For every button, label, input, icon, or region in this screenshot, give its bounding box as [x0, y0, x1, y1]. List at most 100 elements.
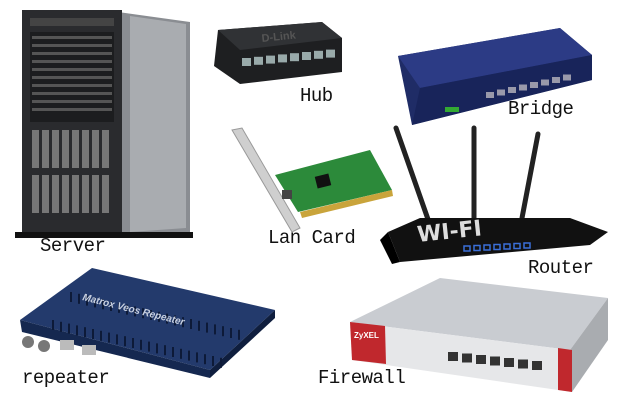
detail [102, 175, 109, 213]
detail [220, 357, 222, 368]
detail [108, 332, 110, 343]
detail [204, 354, 206, 365]
led-icon [523, 242, 531, 249]
detail [486, 92, 494, 98]
detail [206, 322, 208, 333]
detail [84, 327, 86, 338]
firewall-image: ZyXEL [350, 278, 608, 392]
detail [76, 325, 78, 336]
detail [72, 175, 79, 213]
detail [70, 292, 72, 302]
label-hub: Hub [300, 85, 333, 107]
detail [92, 175, 99, 213]
detail [164, 345, 166, 356]
detail [126, 304, 128, 315]
detail [242, 58, 251, 66]
detail [42, 130, 49, 168]
detail [60, 321, 62, 332]
detail [134, 306, 136, 317]
detail [497, 89, 505, 96]
detail [448, 352, 458, 361]
detail [532, 361, 542, 370]
detail [116, 334, 118, 345]
detail [150, 310, 152, 320]
detail [158, 311, 160, 322]
router-image: WI-FI [380, 125, 608, 264]
detail [541, 79, 549, 86]
detail [174, 315, 176, 326]
detail [278, 54, 287, 63]
detail [42, 175, 49, 213]
detail [290, 53, 299, 62]
detail [110, 301, 112, 311]
detail [254, 56, 263, 65]
server-image [15, 10, 193, 238]
detail [214, 324, 216, 335]
label-server: Server [40, 235, 106, 257]
detail [86, 295, 88, 306]
detail [172, 347, 174, 357]
detail [94, 297, 96, 308]
detail [212, 356, 214, 366]
detail [490, 356, 500, 366]
led-icon [513, 242, 521, 250]
detail [52, 130, 59, 168]
detail [100, 330, 102, 341]
label-lan-card: Lan Card [268, 227, 356, 249]
detail [530, 82, 538, 88]
detail [78, 293, 80, 304]
detail [266, 55, 275, 64]
detail [504, 358, 514, 367]
detail [102, 130, 109, 168]
hub-brand-logo: D-Link [261, 29, 297, 45]
detail [462, 353, 472, 363]
label-bridge: Bridge [508, 98, 574, 120]
detail [82, 175, 89, 213]
detail [82, 130, 89, 168]
led-icon [483, 244, 491, 251]
detail [302, 52, 311, 60]
detail [156, 343, 158, 354]
detail [508, 87, 516, 93]
detail [552, 77, 560, 83]
label-router: Router [528, 257, 594, 279]
repeater-image: Matrox Veos Repeater [20, 268, 275, 378]
detail [92, 130, 99, 168]
bridge-image [398, 28, 592, 125]
detail [198, 320, 200, 331]
detail [32, 130, 39, 168]
led-icon [463, 245, 471, 252]
detail [238, 329, 240, 340]
detail [188, 350, 190, 361]
detail [68, 323, 70, 334]
detail [52, 320, 54, 330]
detail [102, 299, 104, 310]
detail [142, 308, 144, 319]
detail [52, 175, 59, 213]
detail [140, 339, 142, 350]
detail [563, 74, 571, 81]
detail [190, 319, 192, 329]
label-firewall: Firewall [318, 367, 406, 389]
detail [230, 328, 232, 338]
detail [72, 130, 79, 168]
lan-card-image [231, 127, 393, 233]
detail [92, 329, 94, 339]
led-icon [503, 243, 511, 250]
detail [314, 50, 323, 59]
detail [62, 175, 69, 213]
detail [148, 341, 150, 352]
led-icon [473, 244, 481, 252]
firewall-brand-logo: ZyXEL [354, 331, 379, 340]
detail [222, 326, 224, 337]
detail [180, 348, 182, 359]
detail [518, 359, 528, 369]
detail [326, 49, 335, 58]
detail [118, 302, 120, 313]
detail [519, 84, 527, 91]
detail [166, 313, 168, 324]
detail [476, 355, 486, 364]
led-icon [493, 243, 501, 251]
